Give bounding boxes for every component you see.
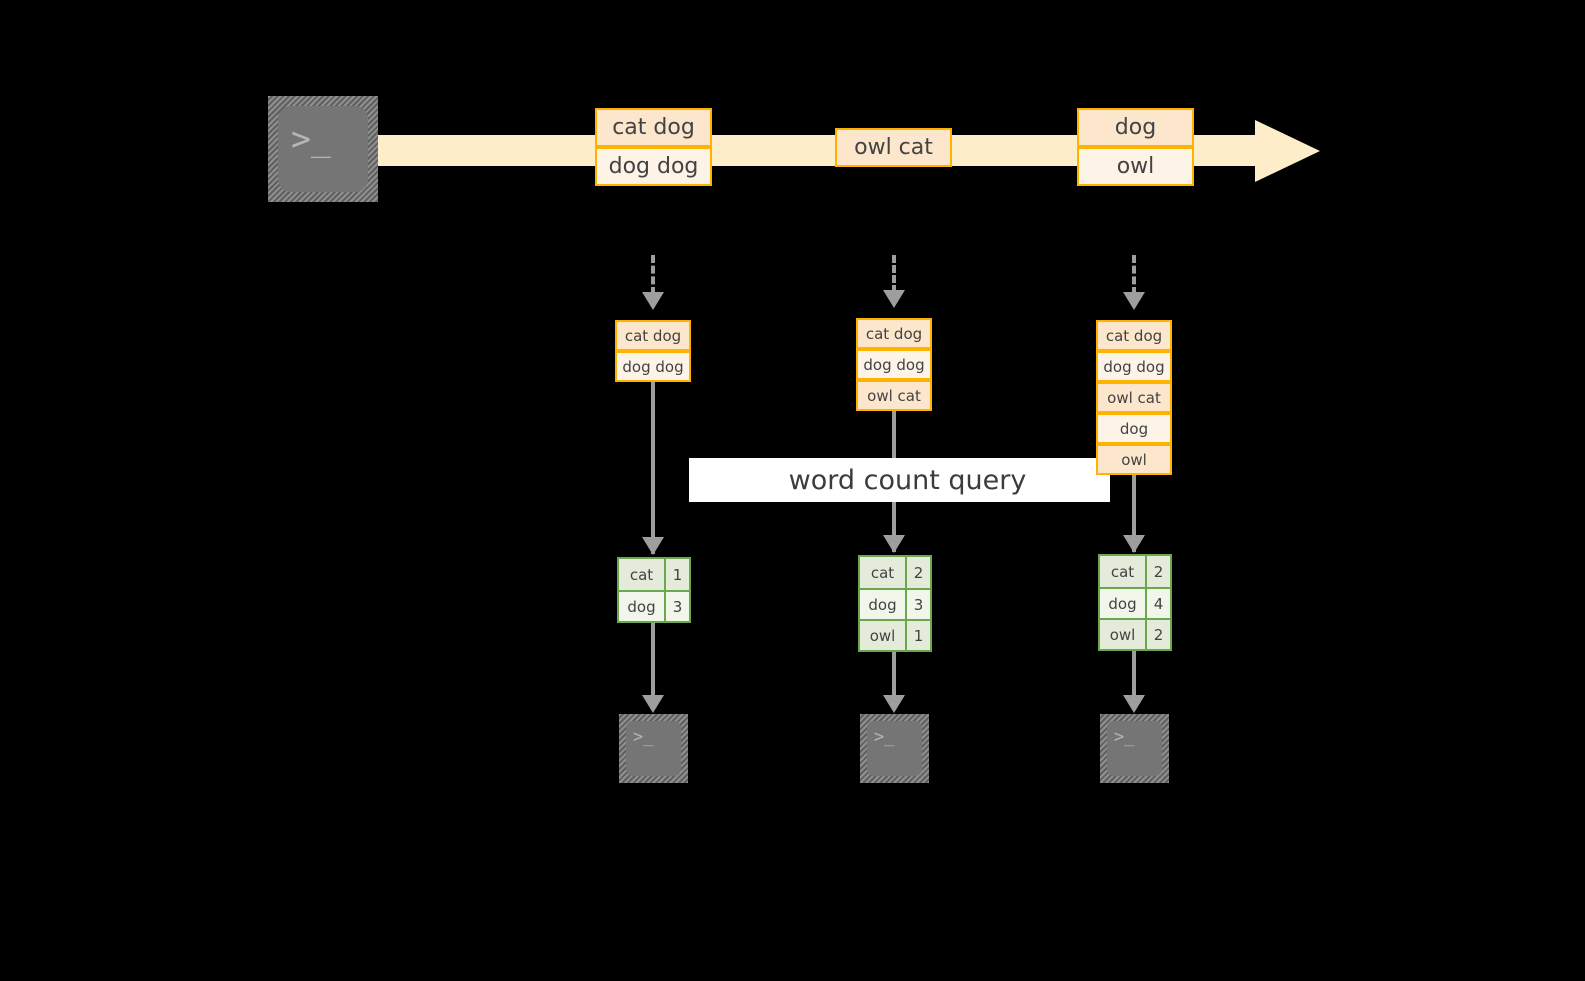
sink-terminal-icon: >_ <box>1100 714 1169 783</box>
stream-to-log-connector <box>651 255 655 295</box>
log-entry-box: owl cat <box>1096 382 1172 413</box>
result-to-sink-connector <box>892 652 896 697</box>
word-count-result-table: cat 2 dog 3 owl 1 <box>858 555 932 652</box>
log-entry-box: cat dog <box>1096 320 1172 351</box>
stream-to-log-connector <box>892 255 896 293</box>
stream-event-box: cat dog <box>595 108 712 147</box>
log-entry-box: cat dog <box>856 318 932 349</box>
log-entry-box: dog dog <box>856 349 932 380</box>
word-cell: dog <box>619 592 664 621</box>
word-count-result-table: cat 1 dog 3 <box>617 557 691 623</box>
count-cell: 1 <box>664 559 689 590</box>
word-count-result-table: cat 2 dog 4 owl 2 <box>1098 554 1172 651</box>
table-row: owl 1 <box>860 619 930 650</box>
result-to-sink-arrowhead <box>1123 695 1145 713</box>
log-to-result-arrowhead <box>642 537 664 555</box>
count-cell: 3 <box>664 592 689 621</box>
log-entry-box: dog dog <box>1096 351 1172 382</box>
result-to-sink-arrowhead <box>642 695 664 713</box>
terminal-prompt-glyph: >_ <box>633 727 654 747</box>
count-cell: 2 <box>1145 620 1170 649</box>
stream-to-log-arrowhead <box>1123 292 1145 310</box>
terminal-screen: >_ <box>626 721 681 776</box>
stream-event-box: owl <box>1077 147 1194 186</box>
terminal-prompt-glyph: >_ <box>291 119 331 158</box>
log-entry-box: owl <box>1096 444 1172 475</box>
log-to-result-arrowhead <box>883 535 905 553</box>
stream-to-log-arrowhead <box>883 290 905 308</box>
result-to-sink-connector <box>1132 651 1136 697</box>
table-row: dog 4 <box>1100 587 1170 618</box>
stream-to-log-connector <box>1132 255 1136 295</box>
word-cell: cat <box>860 557 905 588</box>
table-row: cat 1 <box>619 559 689 590</box>
count-cell: 3 <box>905 590 930 619</box>
sink-terminal-icon: >_ <box>860 714 929 783</box>
query-label-band: word count query <box>689 458 1110 502</box>
word-cell: cat <box>1100 556 1145 587</box>
log-entry-box: cat dog <box>615 320 691 351</box>
stream-event-box: owl cat <box>835 128 952 167</box>
log-entry-box: dog <box>1096 413 1172 444</box>
query-label-text: word count query <box>788 464 1027 496</box>
count-cell: 1 <box>905 621 930 650</box>
sink-terminal-icon: >_ <box>619 714 688 783</box>
word-cell: dog <box>1100 589 1145 618</box>
log-to-result-arrowhead <box>1123 535 1145 553</box>
stream-event-box: dog dog <box>595 147 712 186</box>
terminal-prompt-glyph: >_ <box>1114 727 1135 747</box>
table-row: dog 3 <box>619 590 689 621</box>
count-cell: 2 <box>1145 556 1170 587</box>
table-row: cat 2 <box>860 557 930 588</box>
result-to-sink-connector <box>651 623 655 697</box>
word-cell: owl <box>860 621 905 650</box>
count-cell: 4 <box>1145 589 1170 618</box>
input-stream-arrowhead <box>1255 120 1320 182</box>
stream-event-box: dog <box>1077 108 1194 147</box>
word-cell: owl <box>1100 620 1145 649</box>
terminal-screen: >_ <box>867 721 922 776</box>
log-entry-box: dog dog <box>615 351 691 382</box>
log-to-result-connector <box>651 382 655 554</box>
word-cell: cat <box>619 559 664 590</box>
table-row: dog 3 <box>860 588 930 619</box>
log-to-result-connector <box>1132 475 1136 552</box>
terminal-screen: >_ <box>1107 721 1162 776</box>
stream-to-log-arrowhead <box>642 292 664 310</box>
terminal-screen: >_ <box>278 106 368 192</box>
word-cell: dog <box>860 590 905 619</box>
log-entry-box: owl cat <box>856 380 932 411</box>
result-to-sink-arrowhead <box>883 695 905 713</box>
table-row: owl 2 <box>1100 618 1170 649</box>
terminal-prompt-glyph: >_ <box>874 727 895 747</box>
source-terminal-icon: >_ <box>268 96 378 202</box>
count-cell: 2 <box>905 557 930 588</box>
table-row: cat 2 <box>1100 556 1170 587</box>
